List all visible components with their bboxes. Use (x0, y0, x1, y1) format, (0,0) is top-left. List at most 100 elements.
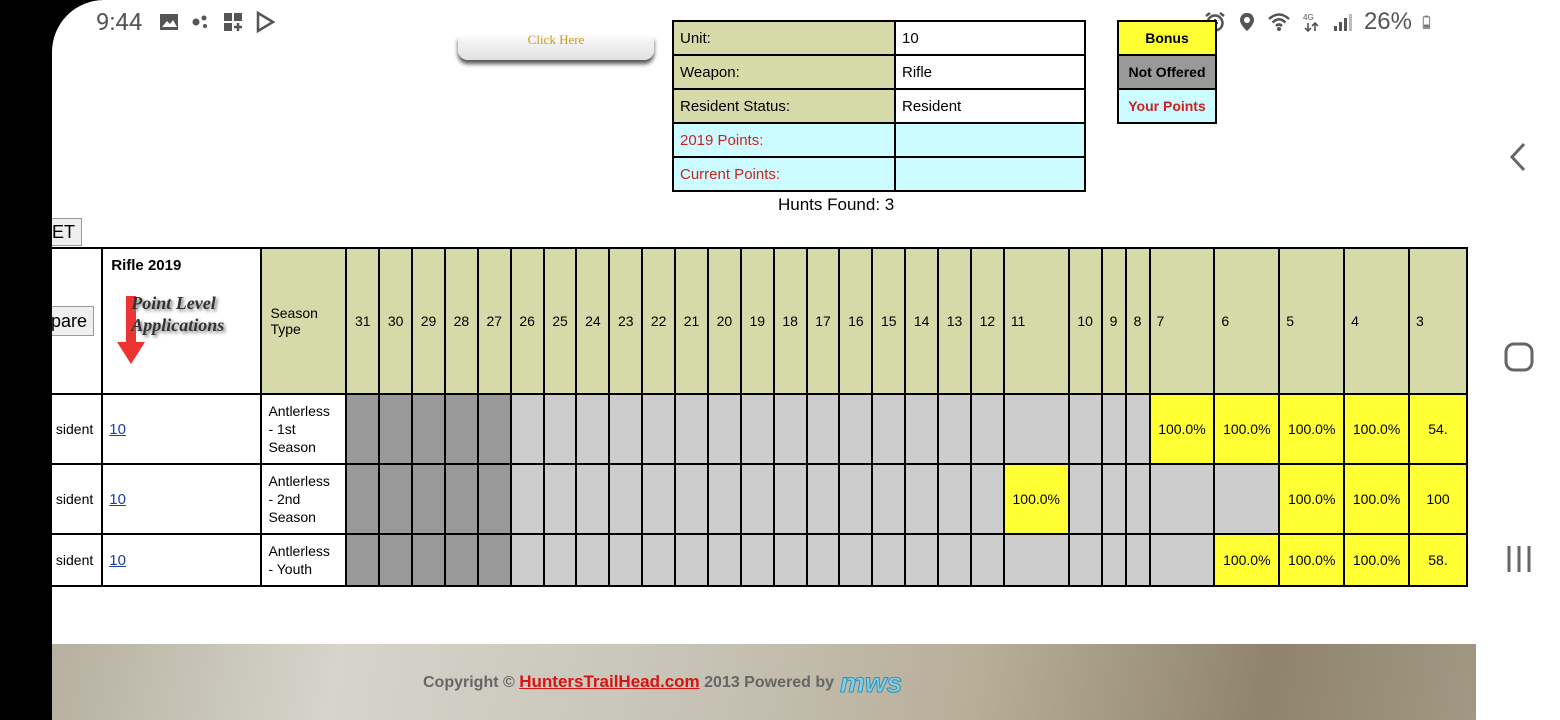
header-point-21: 21 (674, 247, 709, 395)
info-value: Resident (894, 88, 1086, 124)
header-point-13: 13 (937, 247, 972, 395)
info-value: Rifle (894, 54, 1086, 90)
empty-cell (575, 393, 611, 465)
status-time: 9:44 (96, 8, 143, 36)
not-offered-cell (378, 393, 414, 465)
header-point-19: 19 (739, 247, 775, 395)
season-line: Antlerless (268, 403, 330, 419)
empty-cell (1213, 463, 1281, 535)
empty-cell (937, 463, 972, 535)
header-point-16: 16 (838, 247, 874, 395)
reset-button[interactable]: ET (52, 218, 82, 246)
info-label: Current Points: (672, 156, 896, 192)
empty-cell (608, 393, 644, 465)
copyright-prefix: Copyright © (423, 674, 515, 692)
empty-cell (838, 393, 874, 465)
empty-cell (509, 533, 545, 587)
season-line: - 2nd (268, 491, 301, 507)
info-label: Weapon: (672, 54, 896, 90)
empty-cell (542, 463, 578, 535)
header-point-28: 28 (443, 247, 479, 395)
empty-cell (739, 533, 775, 587)
empty-cell (904, 533, 940, 587)
header-point-22: 22 (641, 247, 677, 395)
info-label: 2019 Points: (672, 122, 896, 158)
header-point-20: 20 (706, 247, 742, 395)
season-line: Antlerless (268, 473, 330, 489)
empty-cell (772, 393, 808, 465)
not-offered-cell (345, 533, 381, 587)
header-point-18: 18 (772, 247, 808, 395)
empty-cell (706, 393, 742, 465)
home-icon[interactable] (1504, 342, 1534, 372)
not-offered-cell (378, 463, 414, 535)
empty-cell (1100, 533, 1127, 587)
unit-link[interactable]: 10 (109, 490, 126, 508)
empty-cell (1067, 533, 1103, 587)
recent-apps-icon[interactable] (1506, 544, 1532, 574)
info-row-weapon: Weapon: Rifle (672, 54, 1086, 90)
season-line: Season (268, 509, 316, 525)
row-unit: 10 (101, 393, 263, 465)
info-label: Unit: (672, 20, 896, 56)
header-point-3: 3 (1408, 247, 1468, 395)
empty-cell (805, 393, 841, 465)
lte-icon: 4G (1303, 13, 1319, 33)
back-icon[interactable] (1506, 142, 1530, 172)
season-line: - 1st (268, 421, 296, 437)
empty-cell (871, 393, 907, 465)
season-line: Season (268, 439, 316, 455)
odds-cell: 58. (1408, 533, 1468, 587)
unit-link[interactable]: 10 (109, 551, 126, 569)
header-point-15: 15 (871, 247, 907, 395)
logo-line-1: Point Level (131, 293, 216, 313)
not-offered-cell (411, 463, 446, 535)
empty-cell (608, 533, 644, 587)
empty-cell (542, 533, 578, 587)
empty-cell (838, 463, 874, 535)
info-row-current-points: Current Points: (672, 156, 1086, 192)
empty-cell (739, 393, 775, 465)
info-value: 10 (894, 20, 1086, 56)
empty-cell (706, 533, 742, 587)
search-criteria-table: Unit: 10 Weapon: Rifle Resident Status: … (672, 20, 1086, 192)
android-navigation-bar (1476, 0, 1560, 720)
not-offered-cell (345, 393, 381, 465)
click-here-label: Click Here (527, 32, 585, 47)
row-resident-status: sident (52, 393, 104, 465)
click-here-button[interactable]: Click Here (458, 32, 654, 60)
unit-link[interactable]: 10 (109, 420, 126, 438)
hunterstrailhead-link[interactable]: HuntersTrailHead.com (519, 672, 700, 692)
header-point-26: 26 (509, 247, 545, 395)
empty-cell (1067, 463, 1103, 535)
header-point-11: 11 (1002, 247, 1070, 395)
mws-logo[interactable]: mws (838, 666, 908, 700)
down-arrow-icon (117, 296, 146, 364)
info-label: Resident Status: (672, 88, 896, 124)
header-point-9: 9 (1100, 247, 1127, 395)
empty-cell (871, 533, 907, 587)
odds-cell: 100.0% (1148, 393, 1216, 465)
empty-cell (969, 463, 1005, 535)
row-season-type: Antlerless- Youth (260, 533, 348, 587)
empty-cell (575, 463, 611, 535)
header-point-7: 7 (1148, 247, 1216, 395)
header-point-25: 25 (542, 247, 578, 395)
copyright-suffix: 2013 Powered by (704, 674, 834, 692)
empty-cell (838, 533, 874, 587)
season-line: - Youth (268, 561, 313, 577)
footer-copyright: Copyright © HuntersTrailHead.com 2013 Po… (423, 666, 908, 700)
hunt-year-title: Rifle 2019 (111, 257, 182, 274)
empty-cell (674, 533, 709, 587)
not-offered-cell (443, 393, 479, 465)
compare-button[interactable]: pare (52, 306, 94, 336)
empty-cell (542, 393, 578, 465)
odds-cell: 100.0% (1343, 463, 1410, 535)
empty-cell (871, 463, 907, 535)
odds-cell: 100.0% (1343, 393, 1410, 465)
empty-cell (739, 463, 775, 535)
mws-logo-text: mws (840, 667, 902, 698)
